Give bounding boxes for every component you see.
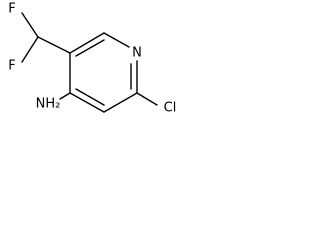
bond-c2-cl	[136, 92, 158, 106]
bond-c5-c6-inner	[75, 39, 105, 57]
bond-c2-c3	[103, 92, 138, 113]
bond-cf-lower	[21, 36, 39, 63]
bonds	[21, 12, 158, 113]
bond-c4-nh2	[59, 92, 71, 100]
atom-label-chlorine: Cl	[164, 101, 177, 116]
bond-c3-c4	[69, 92, 105, 113]
atom-label-amine: NH₂	[36, 97, 61, 112]
chemical-structure-diagram: F F N NH₂ Cl	[8, 2, 176, 116]
atom-labels: F F N NH₂ Cl	[8, 2, 176, 116]
bond-chf2-ring	[37, 36, 71, 54]
atom-label-fluorine-upper: F	[8, 2, 15, 17]
bond-c6-n1	[103, 32, 130, 48]
bond-c5-c6	[69, 32, 105, 54]
atom-label-ring-nitrogen: N	[132, 46, 142, 61]
bond-cf-upper	[21, 12, 39, 38]
atom-label-fluorine-lower: F	[8, 59, 15, 74]
bond-c3-c4-inner	[75, 88, 105, 106]
